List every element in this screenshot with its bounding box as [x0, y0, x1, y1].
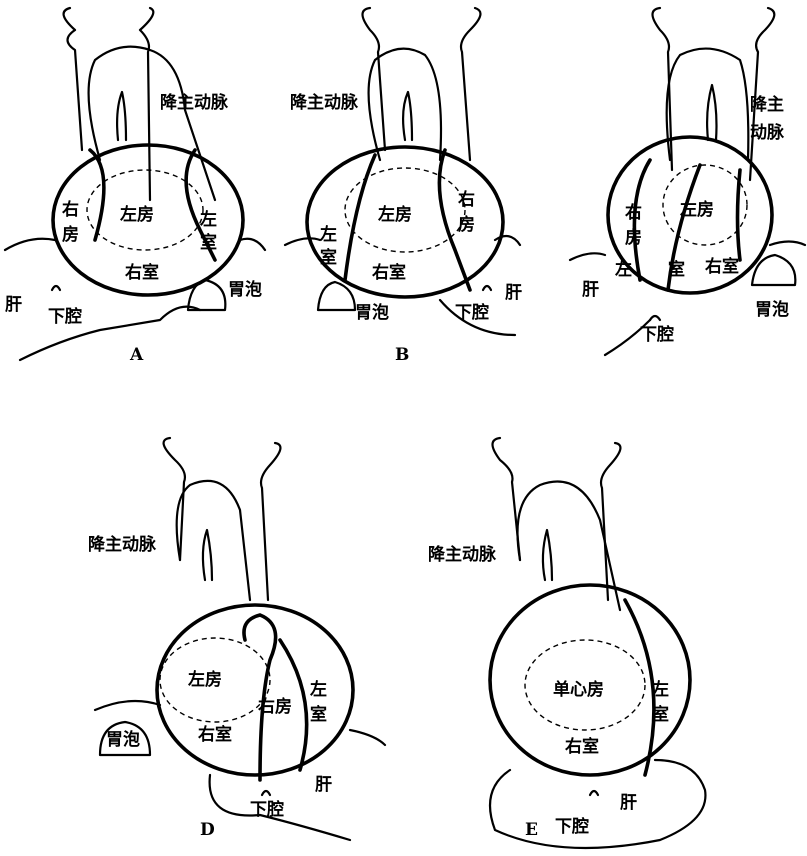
label-ivc: 下腔: [455, 302, 489, 323]
label-right-ventricle: 右室: [372, 262, 406, 283]
label-aorta-line1: 降主: [750, 94, 784, 115]
label-right-atrium: 右房: [258, 696, 292, 717]
label-left-atrium: 左房: [378, 204, 412, 225]
label-right-ventricle: 右室: [705, 256, 739, 277]
label-right-ventricle: 右室: [125, 262, 159, 283]
panel-letter-b: B: [395, 345, 409, 365]
label-aorta: 降主动脉: [428, 544, 497, 565]
label-liver: 肝: [5, 295, 22, 315]
label-single-atrium: 单心房: [553, 679, 604, 700]
label-aorta: 降主动脉: [88, 534, 157, 555]
label-right-ventricle: 右室: [198, 724, 232, 745]
label-liver: 肝: [315, 775, 332, 795]
label-right-ventricle: 右室: [565, 736, 599, 757]
label-right-atrium: 右: [625, 202, 642, 223]
label-right-atrium-2: 房: [62, 224, 79, 245]
label-aorta: 降主动脉: [160, 92, 229, 113]
label-liver: 肝: [505, 283, 522, 303]
panel-letter-a: A: [129, 345, 144, 365]
label-stomach: 胃泡: [355, 302, 389, 323]
label-left-ventricle: 左: [652, 679, 669, 700]
panel-c: 降主 动脉 右 房 左房 左 室 右室 肝 下腔 胃泡: [568, 6, 807, 357]
panel-e: 降主动脉 单心房 左 室 右室 肝 下腔 E: [428, 436, 707, 850]
label-right-atrium: 右: [62, 199, 79, 220]
label-left-ventricle-left: 左: [615, 259, 632, 280]
label-left-ventricle: 左: [320, 224, 337, 245]
label-left-atrium: 左房: [188, 669, 222, 690]
label-left-ventricle: 左: [310, 679, 327, 700]
panel-letter-d: D: [200, 820, 215, 840]
label-aorta-line2: 动脉: [750, 122, 785, 143]
label-left-ventricle-2: 室: [310, 704, 327, 725]
label-left-atrium: 左房: [680, 199, 714, 220]
label-left-ventricle-2: 室: [320, 247, 337, 268]
label-ivc: 下腔: [250, 799, 284, 820]
panel-d: 降主动脉 左房 右房 左 室 右室 胃泡 下腔 肝 D: [88, 436, 387, 842]
panel-b: 降主动脉 左房 右 房 左 室 右室 胃泡 下腔 肝 B: [283, 6, 522, 365]
label-stomach: 胃泡: [228, 279, 262, 300]
label-right-atrium-2: 房: [625, 227, 642, 248]
label-left-ventricle-2: 室: [200, 232, 217, 253]
label-stomach: 胃泡: [106, 729, 140, 750]
label-stomach: 胃泡: [755, 299, 789, 320]
panel-a: 降主动脉 右 房 左房 左 室 右室 肝 下腔 胃泡 A: [3, 6, 267, 365]
label-ivc: 下腔: [640, 324, 674, 345]
label-left-atrium: 左房: [120, 204, 154, 225]
label-left-ventricle: 左: [200, 209, 217, 230]
label-left-ventricle-room: 室: [668, 259, 685, 280]
label-liver: 肝: [620, 793, 637, 813]
label-right-atrium-2: 房: [458, 214, 475, 235]
panel-letter-e: E: [525, 820, 538, 840]
label-liver: 肝: [582, 280, 599, 300]
label-ivc: 下腔: [48, 306, 82, 327]
label-right-atrium: 右: [458, 189, 475, 210]
label-ivc: 下腔: [555, 816, 589, 837]
label-left-ventricle-2: 室: [652, 704, 669, 725]
label-aorta: 降主动脉: [290, 92, 359, 113]
